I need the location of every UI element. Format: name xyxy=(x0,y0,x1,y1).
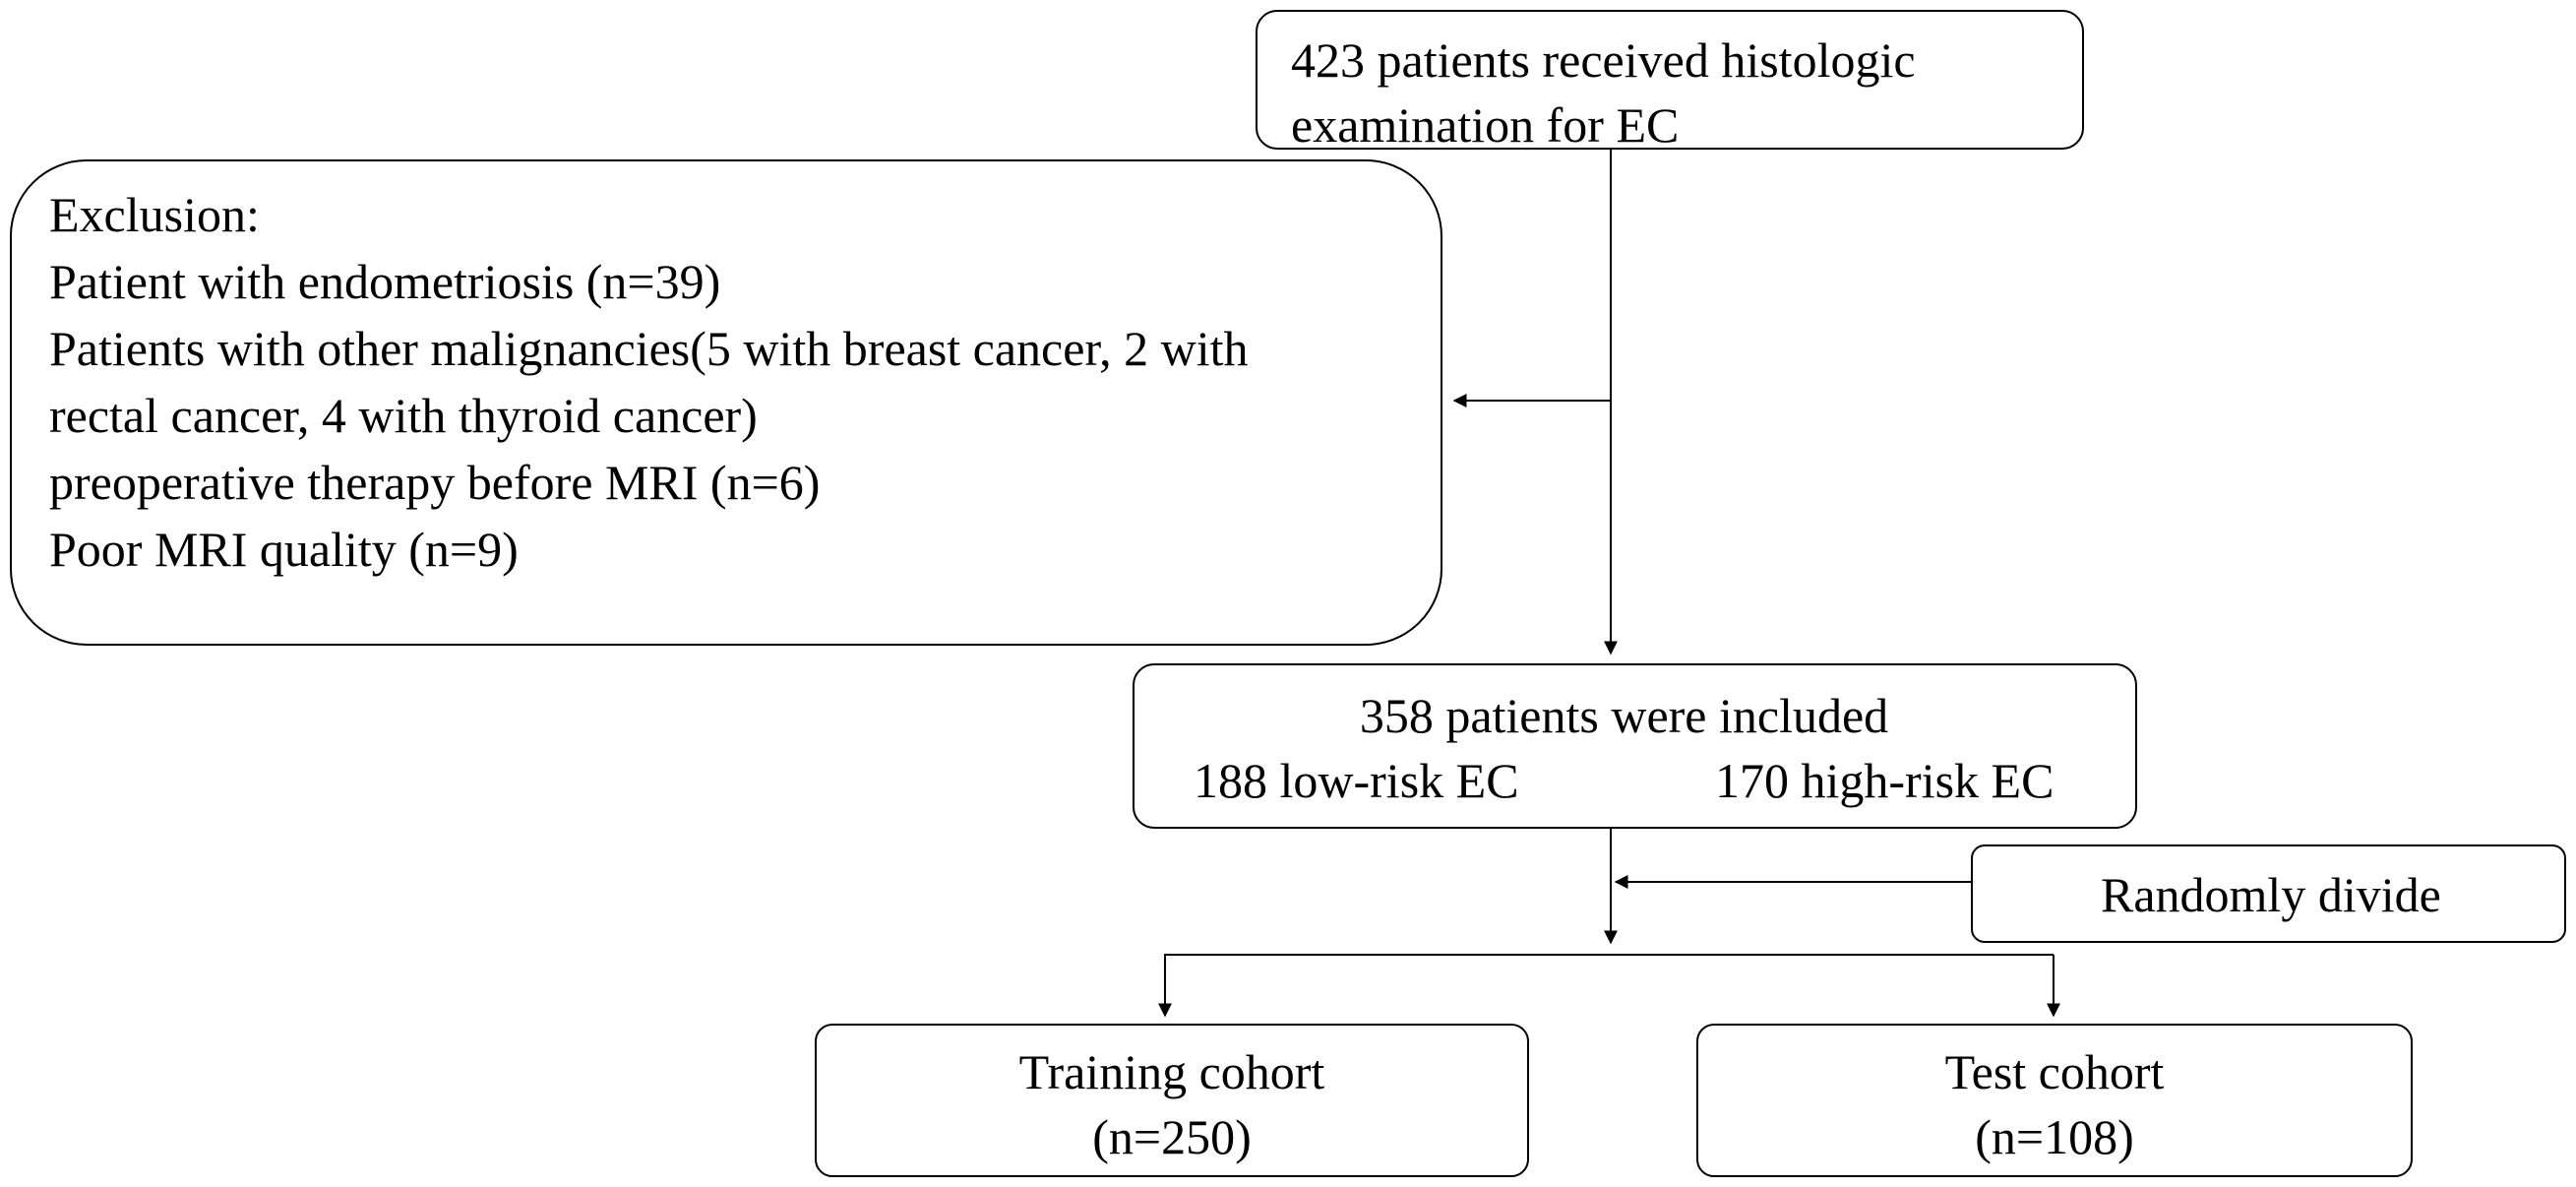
exclusion-box: Exclusion: Patient with endometriosis (n… xyxy=(10,159,1442,646)
randomly-divide-label: Randomly divide xyxy=(2101,867,2441,922)
test-cohort-box: Test cohort (n=108) xyxy=(1696,1024,2413,1177)
examined-line-2: examination for EC xyxy=(1291,97,1680,153)
test-cohort-count: (n=108) xyxy=(1975,1109,2134,1164)
exclusion-item-malignancies-cont: rectal cancer, 4 with thyroid cancer) xyxy=(49,388,758,443)
risk-breakdown: 188 low-risk EC 170 high-risk EC xyxy=(1135,748,2135,813)
included-patients-box: 358 patients were included 188 low-risk … xyxy=(1133,663,2137,829)
training-cohort-count: (n=250) xyxy=(1092,1109,1252,1164)
exclusion-item-poor-mri: Poor MRI quality (n=9) xyxy=(49,522,519,577)
exclusion-title: Exclusion: xyxy=(49,187,260,242)
test-cohort-title: Test cohort xyxy=(1944,1044,2165,1099)
examined-patients-box: 423 patients received histologic examina… xyxy=(1256,10,2084,153)
exclusion-item-preoperative-therapy: preoperative therapy before MRI (n=6) xyxy=(49,455,821,510)
low-risk-count: 188 low-risk EC xyxy=(1194,753,1519,808)
high-risk-count: 170 high-risk EC xyxy=(1715,753,2055,808)
examined-line-1: 423 patients received histologic xyxy=(1291,32,1916,88)
training-cohort-box: Training cohort (n=250) xyxy=(815,1024,1529,1177)
included-title: 358 patients were included xyxy=(1359,688,1889,743)
randomly-divide-box: Randomly divide xyxy=(1971,844,2566,943)
exclusion-item-endometriosis: Patient with endometriosis (n=39) xyxy=(49,254,721,309)
training-cohort-title: Training cohort xyxy=(1018,1044,1325,1099)
exclusion-item-malignancies: Patients with other malignancies(5 with … xyxy=(49,321,1249,376)
